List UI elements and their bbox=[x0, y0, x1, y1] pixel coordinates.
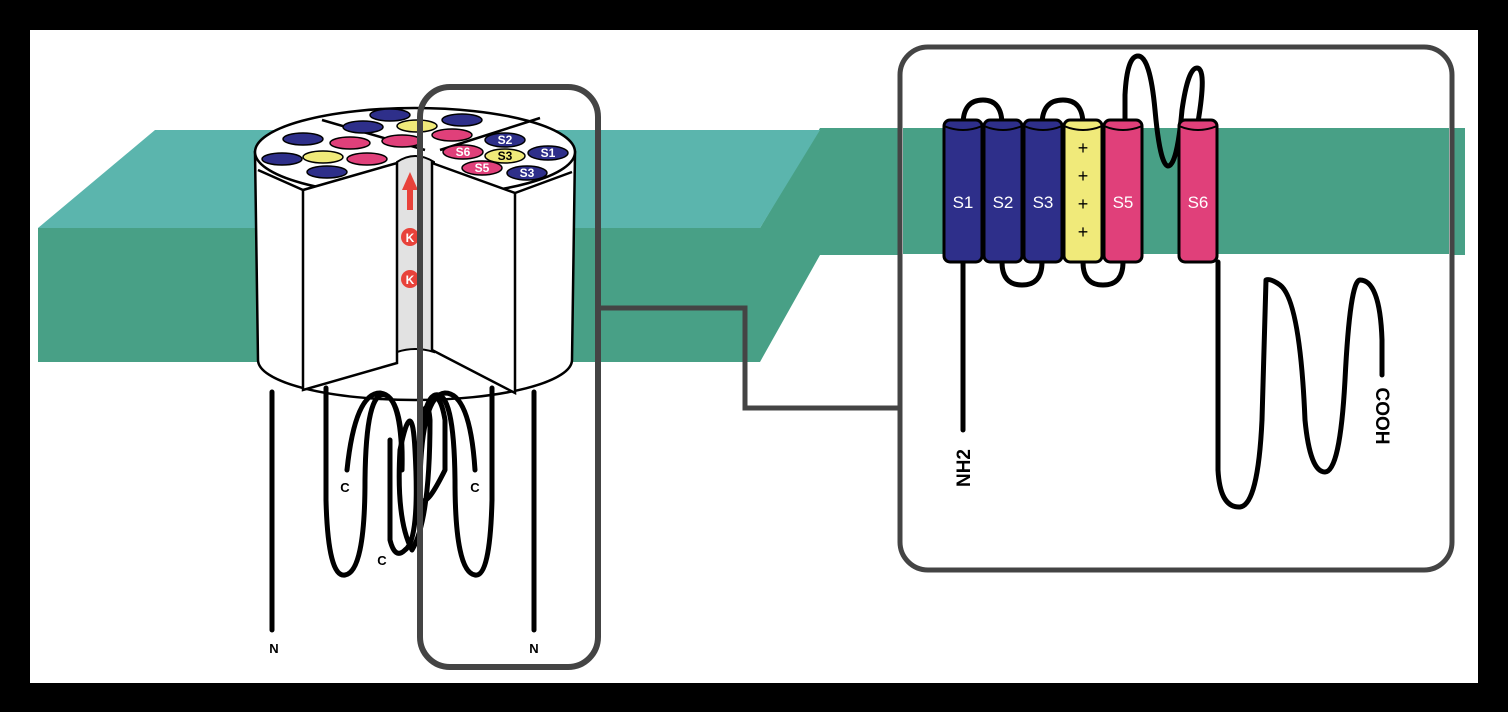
potassium-ion bbox=[401, 228, 419, 246]
top-label-s5: S5 bbox=[475, 161, 490, 175]
helix-label-s6: S6 bbox=[1188, 193, 1209, 212]
n-terminus-right: N bbox=[529, 641, 538, 656]
charge-plus: + bbox=[1078, 222, 1089, 242]
positive-charges: + + + + bbox=[1078, 138, 1089, 242]
top-label-yellow: S3 bbox=[498, 149, 513, 163]
helix-s1 bbox=[942, 118, 984, 264]
helices bbox=[942, 118, 1219, 264]
helix-label-s5: S5 bbox=[1113, 193, 1134, 212]
top-label-s1: S1 bbox=[541, 146, 556, 160]
left-subunit-block bbox=[301, 161, 399, 392]
top-label-s6: S6 bbox=[456, 145, 471, 159]
helix-ellipses bbox=[261, 108, 569, 181]
subunit-topology-panel: S1 S2 S3 S5 S6 + + + + NH2 COOH bbox=[897, 44, 1455, 573]
helix-s2 bbox=[982, 118, 1024, 264]
n-terminus-label: NH2 bbox=[954, 449, 975, 487]
top-label-s2: S2 bbox=[498, 133, 513, 147]
ion-label: K bbox=[406, 273, 415, 287]
ion-label: K bbox=[406, 231, 415, 245]
charge-plus: + bbox=[1078, 194, 1089, 214]
helix-s3 bbox=[1022, 118, 1064, 264]
c-terminus-left: C bbox=[340, 480, 350, 495]
helix-s5 bbox=[1102, 118, 1144, 264]
helix-label-s2: S2 bbox=[993, 193, 1014, 212]
block-edges bbox=[257, 168, 573, 195]
c-terminus-middle: C bbox=[377, 553, 387, 568]
helix-s4 bbox=[1062, 118, 1104, 264]
charge-plus: + bbox=[1078, 166, 1089, 186]
helix-label-s1: S1 bbox=[953, 193, 974, 212]
potassium-ion bbox=[401, 270, 419, 288]
intracellular-tails: C C C N N bbox=[269, 385, 539, 656]
top-label-s3: S3 bbox=[520, 166, 535, 180]
c-terminus-label: COOH bbox=[1371, 388, 1392, 445]
connector-line bbox=[598, 305, 900, 411]
charge-plus: + bbox=[1078, 138, 1089, 158]
n-terminus-left: N bbox=[269, 641, 278, 656]
right-subunit-block bbox=[430, 161, 517, 396]
c-terminus-right: C bbox=[470, 480, 480, 495]
ion-flow-arrow-icon bbox=[402, 172, 418, 210]
helix-s6 bbox=[1177, 118, 1219, 264]
helix-label-s3: S3 bbox=[1033, 193, 1054, 212]
subunit-highlight-box bbox=[417, 84, 601, 670]
channel-tetramer: S2 S6 S3 S1 S5 S3 K K bbox=[253, 106, 577, 402]
